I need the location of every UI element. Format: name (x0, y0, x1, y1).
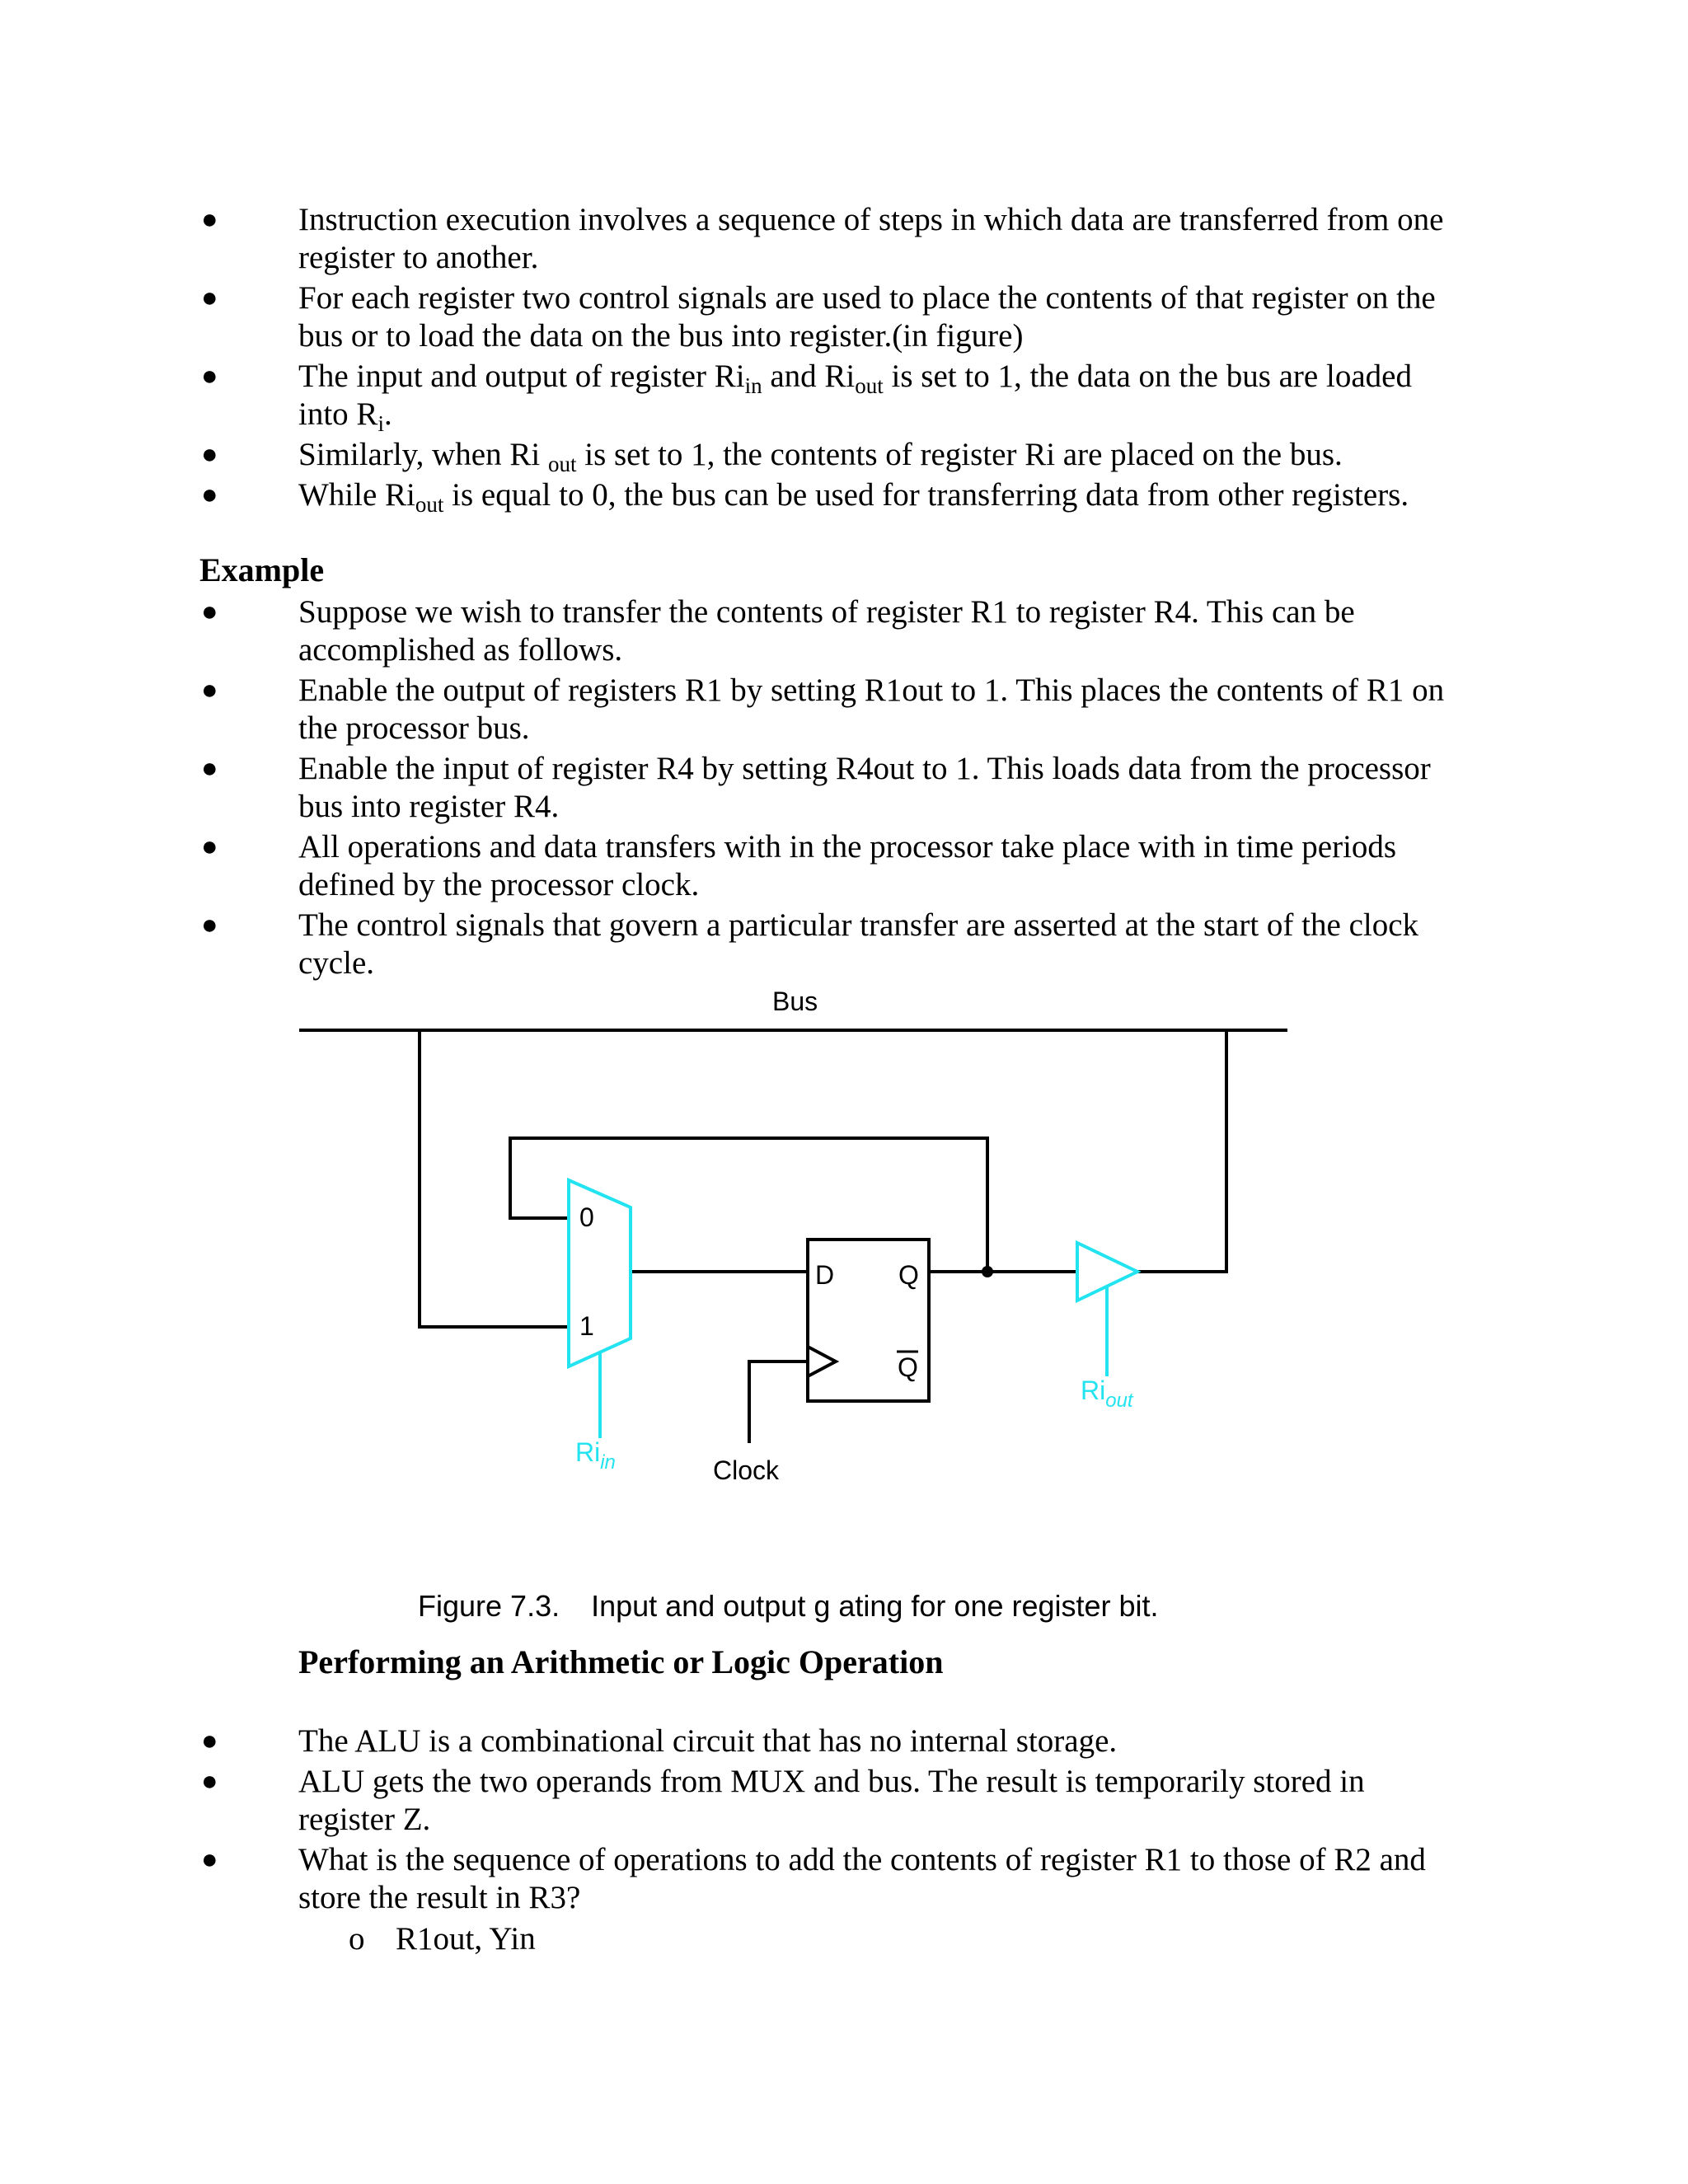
list-item: ● All operations and data transfers with… (201, 828, 1688, 904)
clock-wire (748, 1360, 808, 1443)
wiring (299, 1029, 1287, 1443)
list-item: ● The ALU is a combinational circuit tha… (201, 1722, 1688, 1760)
riin-label-sub: in (600, 1451, 616, 1474)
list-item-line: The control signals that govern a partic… (298, 907, 1419, 943)
list-item-line: bus or to load the data on the bus into … (298, 318, 1024, 354)
list-item-line: Similarly, when Ri out is set to 1, the … (298, 436, 1688, 476)
list-item-line: into Ri. (298, 396, 1688, 436)
text-run: and Ri (762, 359, 856, 394)
example-heading: Example (199, 551, 325, 588)
bullet-icon: ● (201, 753, 218, 784)
subscript: in (744, 373, 762, 398)
text-run: Similarly, when Ri (298, 437, 548, 472)
tri-state-driver-icon (1076, 1240, 1142, 1304)
driver-to-bus-wire (1137, 1030, 1228, 1273)
list-item: ● ALU gets the two operands from MUX and… (201, 1763, 1688, 1839)
bus-label: Bus (772, 987, 818, 1016)
figure-caption: Figure 7.3. Input and output g ating for … (418, 1589, 1159, 1624)
text-run: into R (298, 396, 378, 432)
list-item-line: register to another. (298, 240, 539, 275)
bullet-icon: ● (201, 1844, 218, 1875)
list-item-line: the processor bus. (298, 710, 530, 746)
feedback-wire (509, 1137, 989, 1272)
clock-input-icon (807, 1345, 840, 1378)
text-run: is set to 1, the contents of register Ri… (576, 437, 1343, 472)
list-item-line: Enable the input of register R4 by setti… (298, 751, 1431, 786)
flip-flop-box (806, 1238, 931, 1403)
riin-label: Riin (575, 1437, 616, 1474)
hollow-bullet-icon: o (349, 1921, 365, 1957)
list-item-line: cycle. (298, 945, 375, 981)
list-item: ● Similarly, when Ri out is set to 1, th… (201, 436, 1688, 476)
junction-dot (982, 1266, 993, 1277)
riout-label: Riout (1081, 1376, 1134, 1412)
list-item-line: What is the sequence of operations to ad… (298, 1842, 1426, 1877)
bullet-icon: ● (201, 1726, 218, 1756)
list-item-line: accomplished as follows. (298, 632, 623, 668)
riout-label-sub: out (1105, 1390, 1134, 1412)
bullet-icon: ● (201, 1766, 218, 1797)
multiplexer (567, 1177, 632, 1370)
bullet-icon: ● (201, 480, 218, 510)
text-run: is set to 1, the data on the bus are loa… (883, 359, 1412, 394)
bullet-icon: ● (201, 832, 218, 862)
bullet-icon: ● (201, 204, 218, 235)
list-item: ● The control signals that govern a part… (201, 907, 1688, 982)
bullet-icon: ● (201, 361, 218, 391)
list-item-line: Suppose we wish to transfer the contents… (298, 594, 1355, 630)
sub-list-item-text: R1out, Yin (396, 1921, 536, 1957)
alu-section-heading: Performing an Arithmetic or Logic Operat… (298, 1643, 944, 1680)
text-run: The input and output of register Ri (298, 359, 745, 394)
riout-label-main: Ri (1081, 1376, 1105, 1405)
list-item-line: The ALU is a combinational circuit that … (298, 1723, 1118, 1759)
subscript: i (377, 411, 384, 436)
subscript: out (547, 452, 577, 476)
control-labels: Riin Riout (575, 1376, 1134, 1474)
mux-input-0-label: 0 (579, 1202, 594, 1232)
list-item-line: store the result in R3? (298, 1880, 581, 1915)
list-item-line: Enable the output of registers R1 by set… (298, 673, 1445, 708)
control-parts (567, 1177, 1142, 1438)
bullet-icon: ● (201, 675, 218, 705)
list-item: ● Enable the output of registers R1 by s… (201, 672, 1688, 748)
subscript: out (415, 492, 444, 517)
list-item-line: For each register two control signals ar… (298, 280, 1436, 316)
list-item-line: bus into register R4. (298, 789, 560, 824)
bullet-icon: ● (201, 910, 218, 940)
list-item-line: All operations and data transfers with i… (298, 829, 1397, 865)
riin-label-main: Ri (575, 1437, 600, 1467)
list-item: ● Instruction execution involves a seque… (201, 201, 1688, 277)
list-item: ● What is the sequence of operations to … (201, 1841, 1688, 1917)
bullet-icon: ● (201, 597, 218, 627)
list-item-line: Instruction execution involves a sequenc… (298, 202, 1444, 237)
list-item-line: The input and output of register Riin an… (298, 358, 1688, 398)
list-item-line: ALU gets the two operands from MUX and b… (298, 1764, 1365, 1799)
list-item: ● While Riout is equal to 0, the bus can… (201, 476, 1688, 517)
bullet-icon: ● (201, 439, 218, 470)
list-item-line: defined by the processor clock. (298, 867, 700, 902)
list-item: ● Suppose we wish to transfer the conten… (201, 593, 1688, 669)
bus-to-mux1-wire (418, 1030, 569, 1329)
list-item-line: register Z. (298, 1802, 431, 1837)
figure-caption-text: Input and output g ating for one registe… (591, 1589, 1159, 1623)
figure-number: Figure 7.3. (418, 1589, 560, 1623)
list-item: ● Enable the input of register R4 by set… (201, 750, 1688, 826)
text-run: is equal to 0, the bus can be used for t… (443, 477, 1409, 513)
list-item: ● The input and output of register Riin … (201, 358, 1688, 436)
list-item-line: While Riout is equal to 0, the bus can b… (298, 476, 1688, 517)
bullet-icon: ● (201, 283, 218, 313)
ff-q-label: Q (898, 1260, 919, 1290)
list-item: ● For each register two control signals … (201, 279, 1688, 355)
clock-label: Clock (713, 1455, 780, 1485)
text-run: While Ri (298, 477, 415, 513)
mux-input-1-label: 1 (579, 1311, 594, 1341)
ff-qbar-label: Q (898, 1352, 918, 1382)
subscript: out (855, 373, 884, 398)
text-run: . (383, 396, 392, 432)
ff-d-label: D (815, 1260, 834, 1290)
diagram-labels: Bus 0 1 D Q Q Clock (579, 987, 919, 1485)
